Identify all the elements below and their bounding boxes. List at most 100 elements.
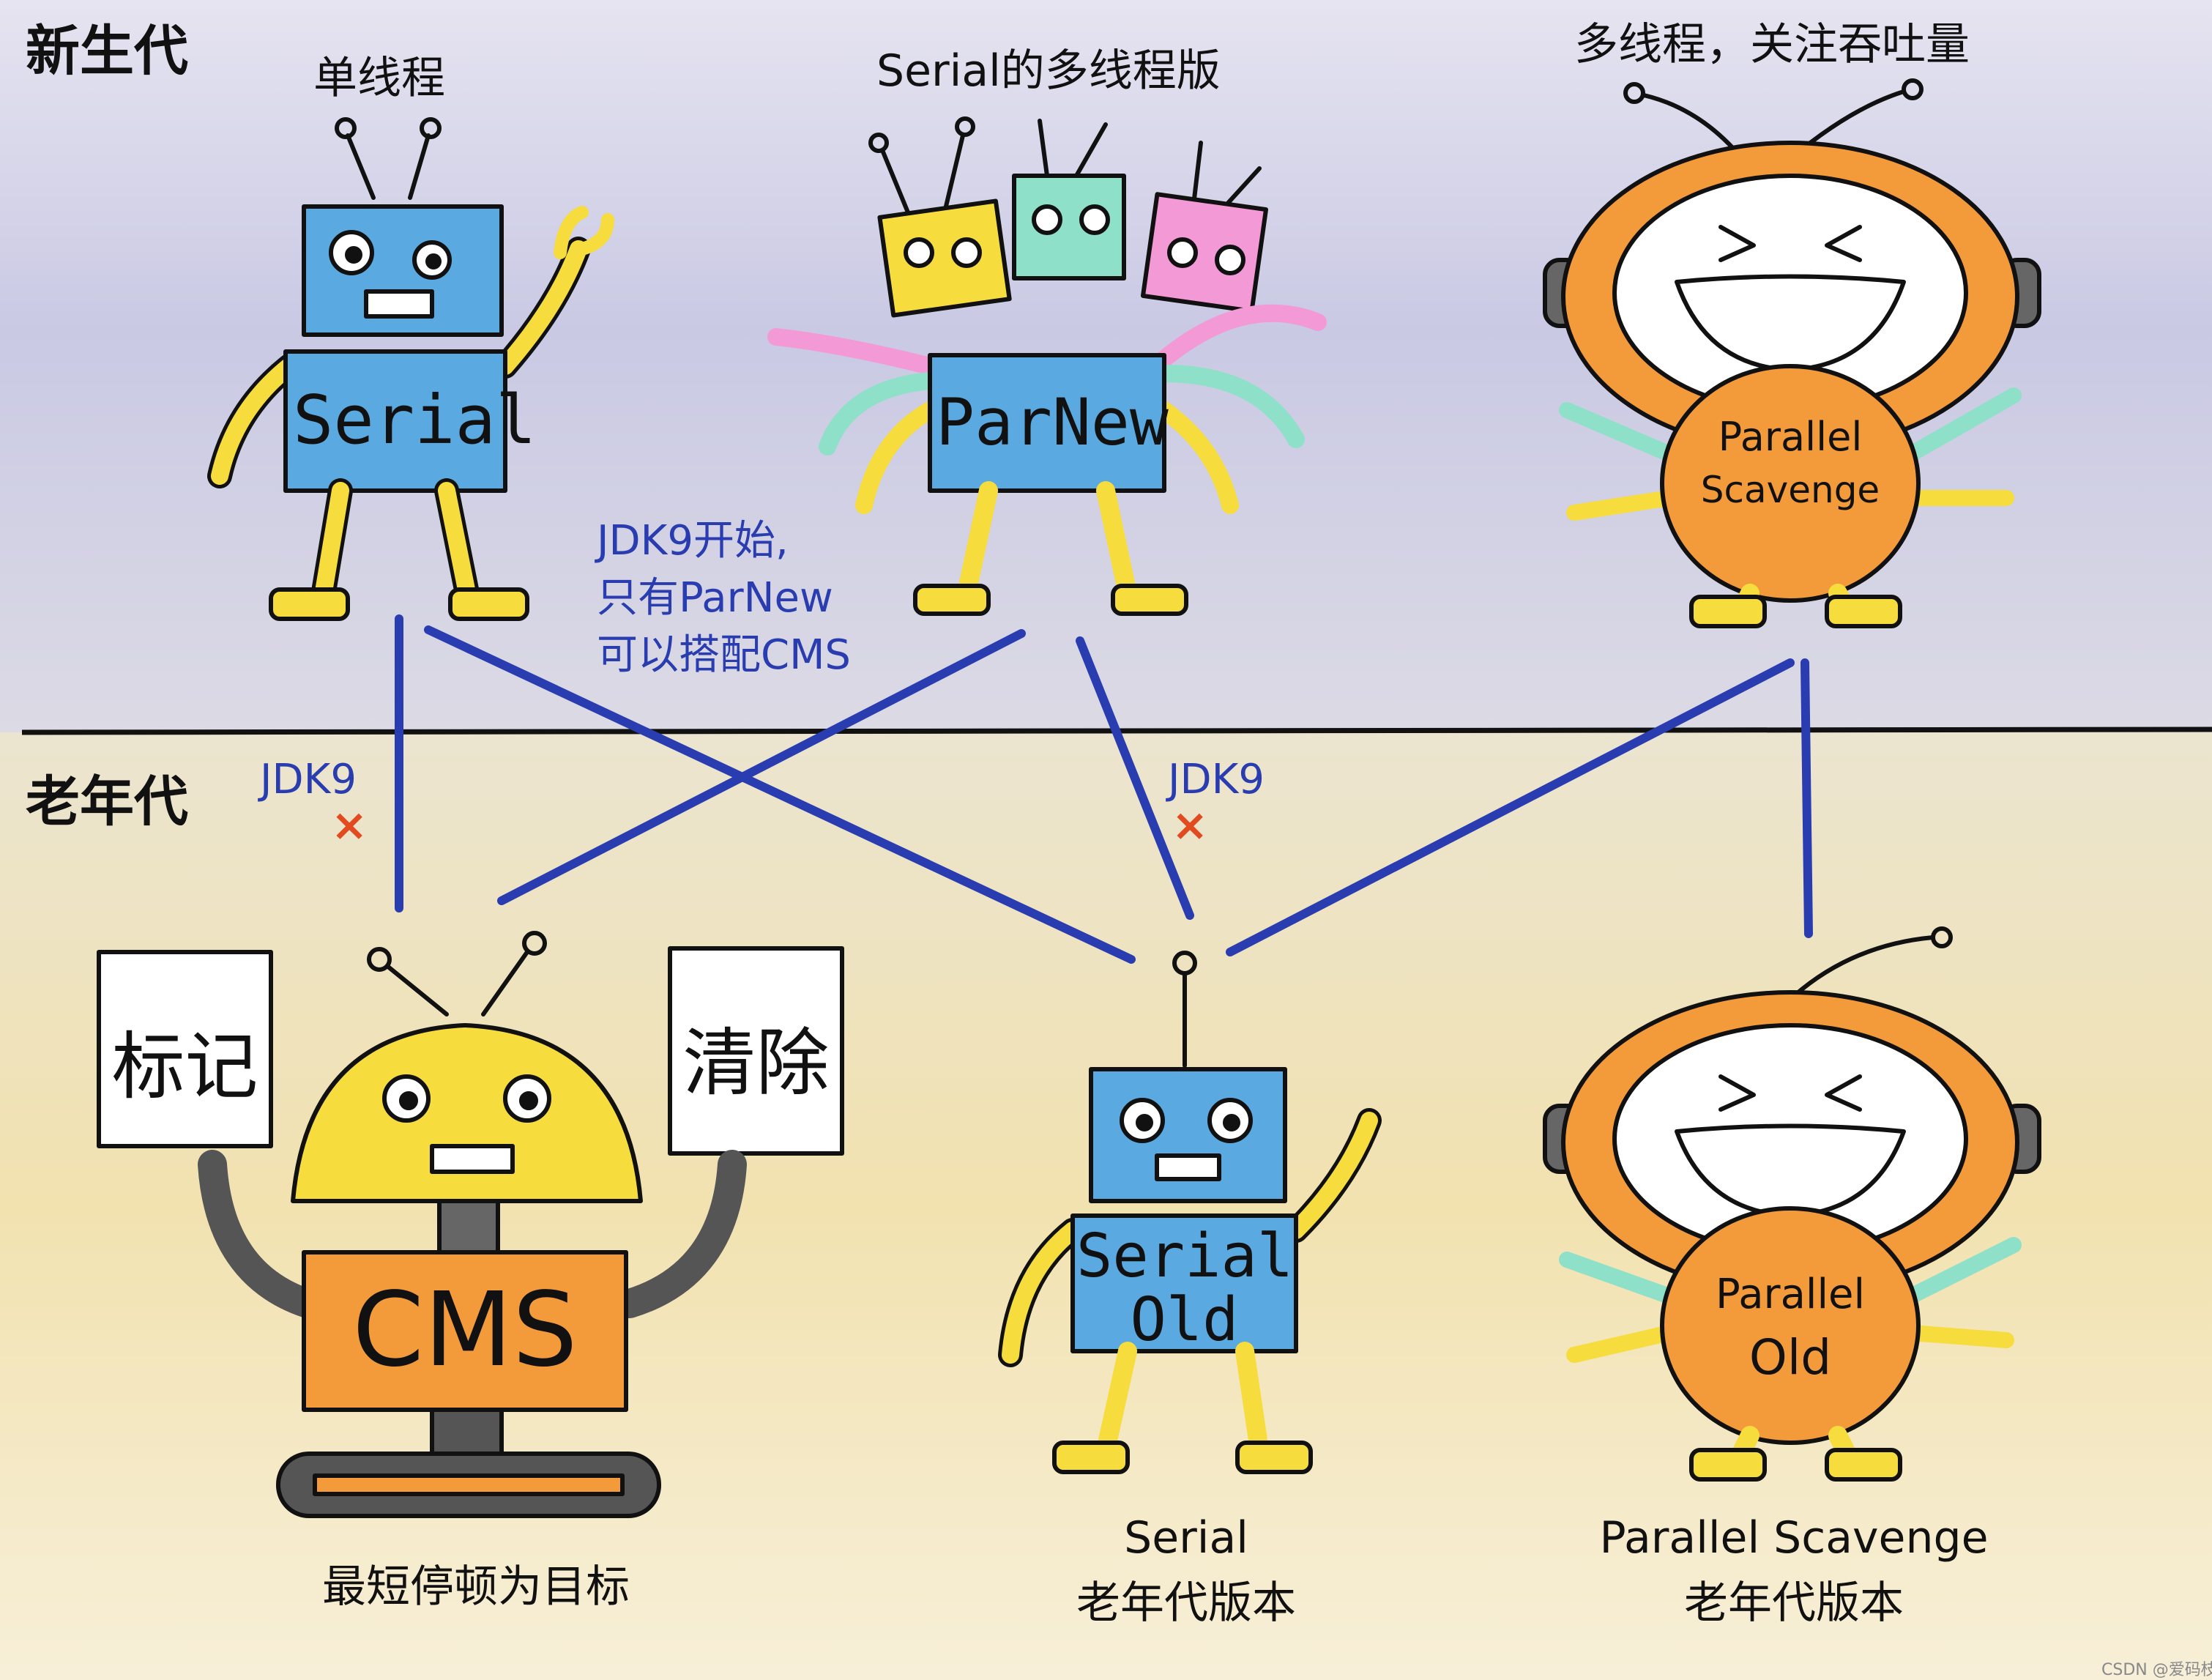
serial-old-leg-left [1096, 1342, 1137, 1460]
line-parnew-serialold [1076, 636, 1194, 920]
parnew-antenna-2 [942, 133, 965, 215]
serial-old-body [1070, 1213, 1298, 1353]
parnew-eye-3 [1032, 204, 1062, 235]
cms-pupil-left [399, 1091, 418, 1110]
po-foot-right [1825, 1448, 1902, 1482]
compatibility-lines [395, 614, 1813, 964]
parnew-cms-note: JDK9开始, 只有ParNew 可以搭配CMS [597, 513, 851, 684]
deprecated-cross-middle: × [1172, 800, 1209, 851]
po-caption-2: 老年代版本 [1684, 1577, 1904, 1629]
ps-caption: 多线程，关注吞吐量 [1574, 19, 1970, 70]
ps-body [1660, 364, 1921, 603]
po-body [1660, 1206, 1921, 1445]
parallel-old-robot [1543, 926, 2041, 1482]
po-wrench-arm-right-2 [1903, 1325, 2014, 1348]
serial-old-arm-right-inner [1287, 1112, 1378, 1239]
parnew-antenna-5 [1191, 141, 1203, 207]
ps-eye-left [1718, 225, 1756, 262]
cms-sign-right [668, 946, 844, 1156]
serial-old-robot [998, 951, 1382, 1474]
po-eye-right [1825, 1074, 1862, 1112]
parnew-cms-note-line-3: 可以搭配CMS [597, 631, 851, 679]
ps-eye-right [1825, 225, 1862, 262]
parnew-foot-right [1111, 584, 1188, 616]
po-caption-1: Parallel Scavenge [1599, 1512, 1989, 1564]
serial-pupil-right [425, 253, 442, 270]
line-parnew-cms [497, 629, 1026, 905]
serial-leg-left-inner [313, 482, 349, 609]
parnew-eye-2 [951, 237, 982, 268]
ps-wrench-arm-left [1559, 402, 1677, 462]
watermark: CSDN @爱码枝 [2101, 1661, 2212, 1679]
deprecated-cross-left: × [331, 800, 368, 851]
serial-old-caption-1: Serial [1124, 1512, 1248, 1564]
parnew-cms-note-line-2: 只有ParNew [597, 574, 833, 622]
po-antenna-ball [1931, 926, 1953, 948]
parnew-arm-pink-left [767, 328, 939, 375]
cms-body [302, 1250, 628, 1412]
po-body-label-2: Old [1749, 1329, 1832, 1386]
cms-track-treads [313, 1473, 625, 1496]
line-ps-serialold [1226, 658, 1795, 956]
serial-old-foot-right [1235, 1441, 1313, 1474]
cms-neck [437, 1199, 500, 1255]
serial-arm-left-inner [211, 357, 298, 485]
serial-mouth [364, 289, 434, 319]
po-antenna [1792, 935, 1935, 998]
cms-body-label: CMS [352, 1271, 578, 1390]
cms-sign-left-text: 标记 [111, 1024, 258, 1110]
serial-antenna-ball-left [335, 117, 357, 139]
cms-pupil-right [519, 1091, 538, 1110]
parnew-antenna-ball-1 [868, 133, 889, 153]
parnew-antenna-4 [1074, 122, 1108, 178]
serial-old-pupil-right [1223, 1114, 1240, 1131]
serial-old-body-label-2: Old [1130, 1285, 1239, 1355]
ps-wrench-arm-left-2 [1566, 490, 1677, 521]
cms-waist [430, 1408, 504, 1456]
po-eye-left [1718, 1074, 1756, 1112]
parnew-antenna-3 [1038, 119, 1049, 178]
serial-old-pupil-left [1136, 1114, 1153, 1131]
parallel-scavenge-robot [1543, 78, 2041, 628]
line-ps-parallelold [1800, 658, 1813, 938]
ps-foot-left [1689, 595, 1767, 628]
parnew-arm-pink-right [1155, 304, 1327, 368]
parnew-head-pink [1140, 192, 1269, 313]
po-body-label-1: Parallel [1715, 1271, 1866, 1318]
parnew-antenna-6 [1221, 166, 1262, 211]
parnew-robot [767, 116, 1327, 616]
serial-foot-right [448, 587, 529, 621]
cms-caption: 最短停顿为目标 [322, 1561, 630, 1613]
ps-mouth [1675, 274, 1906, 372]
old-gen-label: 老年代 [26, 770, 188, 833]
cms-robot [97, 931, 844, 1518]
line-serial-serialold [424, 625, 1136, 964]
cms-antenna-ball-left [367, 947, 392, 972]
serial-arm-right-inner [496, 240, 587, 375]
parnew-eye-4 [1079, 204, 1110, 235]
parnew-antenna-1 [880, 148, 910, 215]
serial-caption: 单线程 [313, 53, 445, 104]
cms-antenna-ball-right [522, 931, 547, 956]
parnew-arm-green-right [1155, 365, 1305, 448]
po-wrench-arm-left [1559, 1252, 1677, 1304]
young-gen-label: 新生代 [26, 20, 188, 83]
cms-sign-right-text: 清除 [682, 1020, 830, 1106]
cms-sign-left [97, 950, 273, 1148]
po-foot-left [1689, 1448, 1767, 1482]
serial-pupil-left [345, 246, 362, 264]
parnew-cms-note-line-1: JDK9开始, [597, 517, 789, 565]
serial-antenna-left [346, 133, 376, 200]
po-mouth [1675, 1123, 1906, 1218]
ps-body-label-2: Scavenge [1700, 469, 1880, 511]
parnew-leg-left [957, 481, 998, 603]
parnew-head-yellow [877, 198, 1012, 318]
deprecated-label-left: JDK9 [260, 756, 357, 803]
ps-body-label-1: Parallel [1718, 414, 1863, 460]
cms-antenna-left [386, 964, 449, 1016]
serial-antenna-right [408, 133, 431, 200]
serial-body-label: Serial [293, 381, 537, 459]
serial-claw [554, 206, 614, 259]
